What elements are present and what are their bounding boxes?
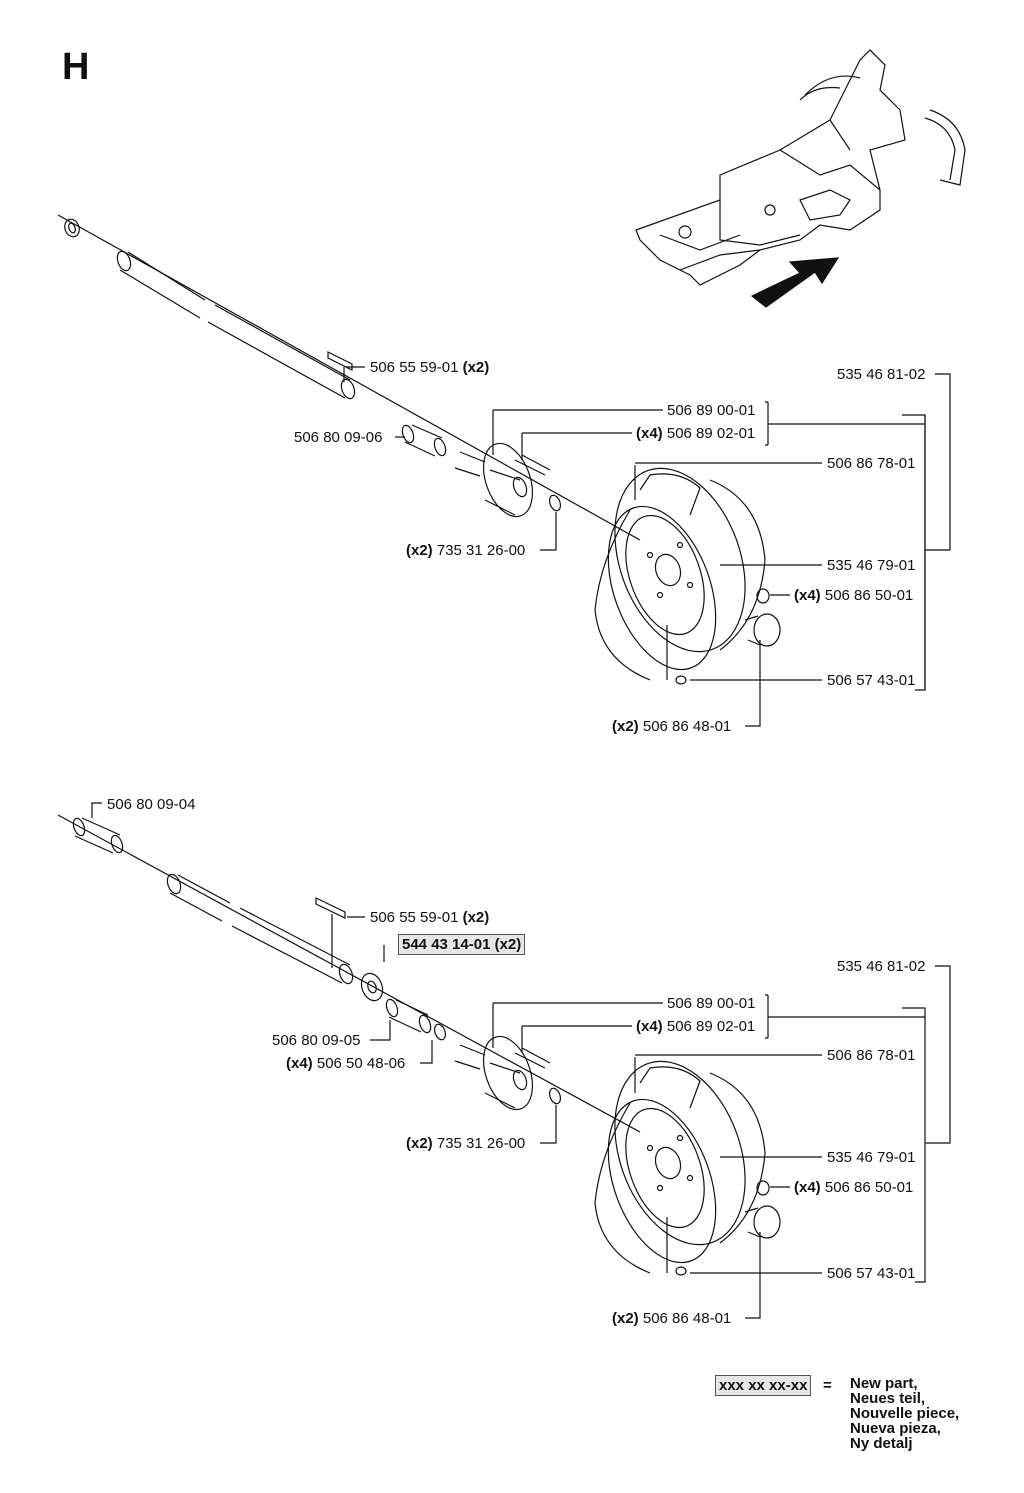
label-wheel-nut: (x4) 506 86 50-01 — [794, 587, 914, 604]
label-washer: (x4) 506 50 48-06 — [286, 1055, 406, 1072]
label-studs: (x4) 506 89 02-01 — [636, 1018, 756, 1035]
axle-icon — [116, 250, 356, 400]
label-new-washer: 544 43 14-01 (x2) — [398, 934, 526, 955]
label-circlip: (x2) 735 31 26-00 — [406, 1135, 526, 1152]
label-spacer-key: 506 55 59-01 (x2) — [370, 359, 490, 376]
label-studs: (x4) 506 89 02-01 — [636, 425, 756, 442]
legend-line: Nouvelle piece, — [850, 1405, 960, 1422]
label-tire: 506 86 78-01 — [827, 1047, 916, 1064]
label-rim: 535 46 79-01 — [827, 557, 916, 574]
label-wheel-assembly: 535 46 81-02 — [837, 366, 926, 383]
label-wheel-assembly: 535 46 81-02 — [837, 958, 926, 975]
label-hub: 506 89 00-01 — [667, 402, 756, 419]
label-spacer-key: 506 55 59-01 (x2) — [370, 909, 490, 926]
legend-line: Ny detalj — [850, 1435, 913, 1452]
label-bushing: 506 80 09-06 — [294, 429, 383, 446]
label-rim: 535 46 79-01 — [827, 1149, 916, 1166]
legend-equals: = — [823, 1377, 832, 1394]
section-letter: H — [62, 46, 90, 88]
legend-text: New part, Neues teil, Nouvelle piece, Nu… — [850, 1376, 959, 1451]
label-valve: 506 57 43-01 — [827, 672, 916, 689]
label-bushing-left: 506 80 09-04 — [107, 796, 196, 813]
label-hub-cap: (x2) 506 86 48-01 — [612, 1310, 732, 1327]
label-valve: 506 57 43-01 — [827, 1265, 916, 1282]
legend-line: Nueva pieza, — [850, 1420, 941, 1437]
frame-thumbnail-icon — [635, 49, 966, 286]
legend-line: New part, — [850, 1375, 918, 1392]
direction-arrow-icon — [750, 257, 840, 308]
label-hub-cap: (x2) 506 86 48-01 — [612, 718, 732, 735]
label-bushing: 506 80 09-05 — [272, 1032, 361, 1049]
legend-sample: xxx xx xx-xx — [715, 1375, 812, 1396]
label-tire: 506 86 78-01 — [827, 455, 916, 472]
label-hub: 506 89 00-01 — [667, 995, 756, 1012]
wheel-icon — [594, 467, 766, 681]
label-circlip: (x2) 735 31 26-00 — [406, 542, 526, 559]
legend-line: Neues teil, — [850, 1390, 926, 1407]
label-wheel-nut: (x4) 506 86 50-01 — [794, 1179, 914, 1196]
